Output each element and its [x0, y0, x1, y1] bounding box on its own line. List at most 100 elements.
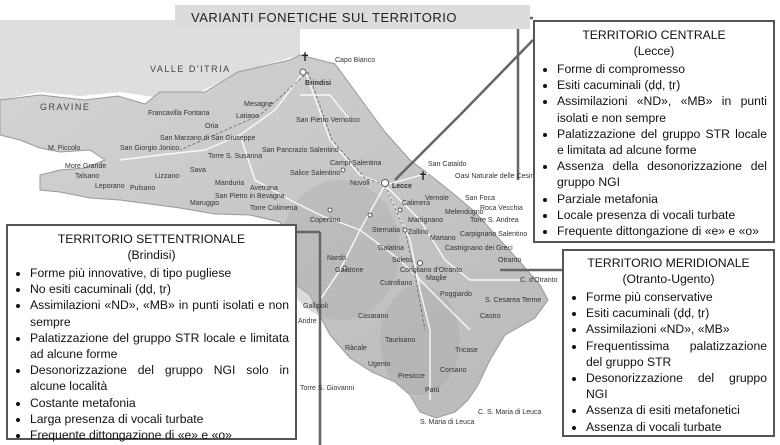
list-item: Palatizzazione del gruppo STR locale e l… — [557, 126, 773, 158]
list-item: Desonorizzazione del gruppo NGI solo in … — [30, 362, 295, 394]
place-latiano: Latiano — [236, 113, 259, 120]
place-mesagne: Mesagne — [244, 101, 273, 108]
box-centrale-heading: TERRITORIO CENTRALE — [582, 28, 726, 42]
list-item: Assenza della desonorizzazione del grupp… — [557, 158, 773, 190]
place-brindisi: Brindisi — [305, 80, 331, 87]
place-carpignano: Carpignano Salentino — [460, 231, 527, 238]
list-item: Frequente dittongazione di «e» e «o» — [557, 223, 773, 239]
list-item: Assimilazioni «ND», «MB» in punti isolat… — [30, 297, 295, 329]
list-item: Costante metafonia — [30, 395, 295, 411]
place-torre-colimena: Torre Colimena — [250, 205, 298, 212]
place-castro: Castro — [480, 313, 501, 320]
place-more-grande: More Grande — [65, 163, 106, 170]
place-racale: Ràcale — [345, 345, 367, 352]
list-item: Esiti cacuminali (ḍḍ, ṭr) — [586, 305, 773, 321]
list-item: Larga presenza di vocali turbate — [30, 411, 295, 427]
place-vernole: Vernole — [425, 195, 449, 202]
place-galatina: Galatina — [378, 245, 404, 252]
place-torre-s-susanna: Torre S. Susanna — [208, 153, 262, 160]
list-item: Forme più conservative — [586, 289, 773, 305]
place-ugento: Ugento — [368, 361, 391, 368]
list-item: Assenza di esiti metafonetici — [586, 402, 773, 418]
place-san-pietro-bevagna: San Pietro in Bevagna — [215, 193, 285, 200]
place-martano: Martano — [430, 235, 456, 242]
list-item: Assimilazioni «ND», «MB» — [586, 321, 773, 337]
place-zollino: Zollino — [408, 229, 429, 236]
place-soleto: Soleto — [392, 257, 412, 264]
place-sava: Sava — [190, 167, 206, 174]
box-meridionale-subheading: (Otranto-Ugento) — [622, 272, 715, 286]
place-capo-bianco: Capo Bianco — [335, 57, 375, 64]
list-item: Parziale metafonia — [557, 191, 773, 207]
list-item: Forme di compromesso — [557, 61, 773, 77]
place-san-pancrazio: San Pancrazio Salentino — [262, 147, 339, 154]
box-settentrionale-subheading: (Brindisi) — [127, 248, 176, 262]
place-corsano: Corsano — [440, 367, 467, 374]
place-nardo: Nardò — [327, 255, 346, 262]
box-territorio-centrale: TERRITORIO CENTRALE (Lecce) Forme di com… — [533, 20, 775, 243]
place-cutrofiano: Cutrofiano — [380, 280, 412, 287]
box-centrale-list: Forme di compromesso Esiti cacuminali (ḍ… — [535, 61, 773, 239]
place-san-giorgio: San Giorgio Jonico — [120, 145, 179, 152]
place-san-marzano: San Marzano di San Giuseppe — [160, 135, 255, 142]
place-corigliano: Corigliano d'Otranto — [400, 267, 462, 274]
list-item: Forme più innovative, di tipo pugliese — [30, 265, 295, 281]
list-item: Assenza di vocali turbate — [586, 419, 773, 435]
region-label-gravine: GRAVINE — [40, 102, 90, 112]
list-item: No esiti cacuminali (ḍḍ, ṭr) — [30, 281, 295, 297]
box-settentrionale-heading: TERRITORIO SETTENTRIONALE — [57, 232, 246, 246]
place-oria: Oria — [205, 123, 218, 130]
box-centrale-subheading: (Lecce) — [633, 44, 675, 58]
place-presicce: Presicce — [398, 373, 425, 380]
place-otranto: Otranto — [498, 257, 521, 264]
place-talsano: Talsano — [75, 173, 99, 180]
place-francavilla: Francavilla Fontana — [148, 110, 210, 117]
place-taurisano: Taurisano — [385, 337, 415, 344]
place-san-cataldo: San Cataldo — [428, 161, 467, 168]
place-avetrana: Avetrana — [250, 185, 278, 192]
place-novoli: Novoli — [350, 180, 370, 187]
place-maruggio: Maruggio — [190, 200, 219, 207]
list-item: Desonorizzazione del gruppo NGI — [586, 370, 773, 402]
place-san-foca: San Foca — [465, 195, 495, 202]
place-galatone: Galatone — [335, 267, 364, 274]
place-poggiardo: Poggiardo — [440, 291, 472, 298]
place-campi: Campi Salentina — [330, 160, 381, 167]
place-torre-s-andrea: Torre S. Andrea — [470, 217, 519, 224]
place-melendugno: Melendugno — [445, 209, 484, 216]
place-maglie: Maglie — [426, 275, 447, 282]
inland-shading-south — [380, 285, 460, 395]
box-territorio-settentrionale: TERRITORIO SETTENTRIONALE (Brindisi) For… — [6, 224, 297, 443]
place-san-pietro-vernotico: San Pietro Vernotico — [296, 117, 360, 124]
place-martignano: Martignano — [408, 217, 443, 224]
place-torre-s-giovanni: Torre S. Giovanni — [300, 385, 355, 392]
place-andre: Andre — [298, 318, 317, 325]
cross-icon-lecce: ✝ — [418, 169, 428, 183]
peninsula-shape — [0, 54, 549, 419]
diagram-title: VARIANTI FONETICHE SUL TERRITORIO — [175, 5, 530, 29]
box-meridionale-list: Forme più conservative Esiti cacuminali … — [564, 289, 773, 435]
place-lecce: Lecce — [392, 183, 412, 190]
place-pulsano: Pulsano — [130, 185, 155, 192]
box-territorio-meridionale: TERRITORIO MERIDIONALE (Otranto-Ugento) … — [562, 249, 775, 437]
box-meridionale-heading: TERRITORIO MERIDIONALE — [587, 256, 750, 270]
list-item: Assimilazioni «ND», «MB» in punti isolat… — [557, 93, 773, 125]
place-sternatia: Sternatia — [372, 227, 400, 234]
mainland-strip — [0, 20, 300, 100]
place-roca-vecchia: Roca Vecchia — [480, 205, 523, 212]
place-m-piccolo: M. Piccolo — [48, 145, 80, 152]
place-c-s-maria-leuca: C. S. Maria di Leuca — [478, 409, 542, 416]
place-salice: Salice Salentino — [290, 170, 340, 177]
place-copertino: Copertino — [310, 217, 340, 224]
list-item: Esiti cacuminali (ḍḍ, ṭr) — [557, 77, 773, 93]
region-label-valle-ditria: VALLE D'ITRIA — [150, 64, 231, 74]
place-c-dotranto: C. d'Otranto — [520, 277, 558, 284]
place-s-cesarea: S. Cesarea Terme — [485, 297, 541, 304]
place-leporano: Leporano — [95, 183, 125, 190]
place-s-maria-leuca: S. Maria di Leuca — [420, 419, 475, 426]
place-castrignano-greci: Castrignano dei Greci — [445, 245, 513, 252]
list-item: Frequentissima palatizzazione del gruppo… — [586, 338, 773, 370]
box-settentrionale-list: Forme più innovative, di tipo pugliese N… — [8, 265, 295, 443]
